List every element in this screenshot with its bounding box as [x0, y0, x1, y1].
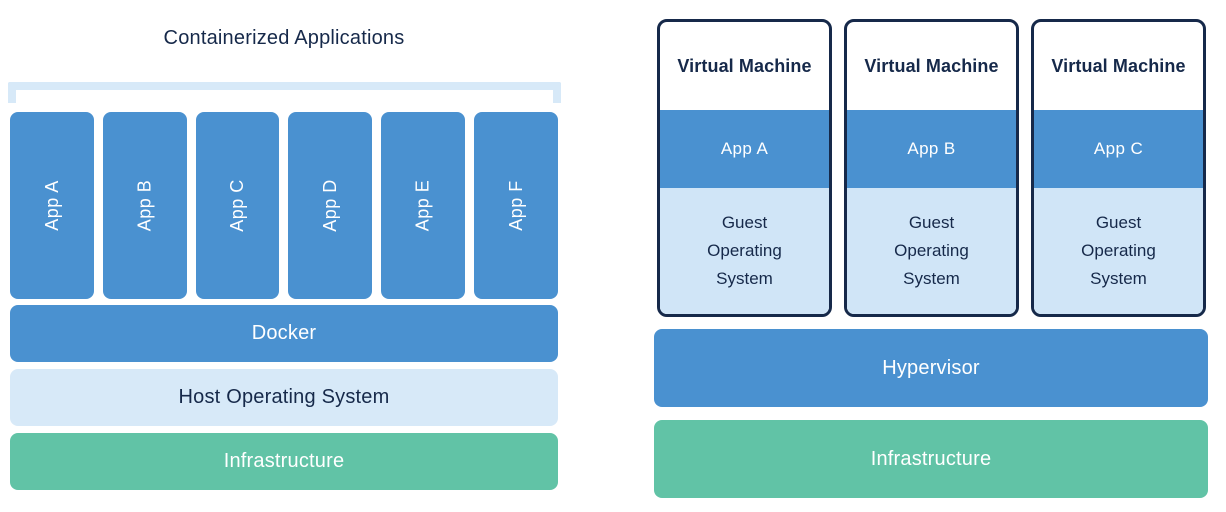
vm-guest-os-label: Guest Operating System [1081, 213, 1156, 288]
vm-guest-os: Guest Operating System [660, 188, 829, 314]
app-box: App C [195, 112, 280, 299]
layer-hypervisor: Hypervisor [654, 329, 1208, 407]
vm-card: Virtual Machine App A Guest Operating Sy… [657, 19, 832, 317]
vm-card: Virtual Machine App B Guest Operating Sy… [844, 19, 1019, 317]
app-label: App E [412, 179, 433, 232]
vm-card-title: Virtual Machine [864, 55, 999, 76]
container-apps-row: App A App B App C App D App E App F [10, 112, 558, 299]
vm-app-strip: App B [847, 110, 1016, 188]
layer-infrastructure-containers: Infrastructure [10, 433, 558, 490]
app-box: App F [474, 112, 558, 299]
layer-infrastructure-vms: Infrastructure [654, 420, 1208, 498]
vm-card: Virtual Machine App C Guest Operating Sy… [1031, 19, 1206, 317]
vm-app-strip: App A [660, 110, 829, 188]
app-label: App D [319, 179, 340, 232]
app-box: App A [10, 112, 94, 299]
vm-guest-os-label: Guest Operating System [894, 213, 969, 288]
app-label: App C [227, 179, 248, 232]
app-box: App D [288, 112, 373, 299]
app-label: App B [134, 179, 155, 232]
vm-guest-os: Guest Operating System [847, 188, 1016, 314]
vm-card-title: Virtual Machine [1051, 55, 1186, 76]
app-label: App F [505, 180, 526, 231]
containers-bracket-icon [8, 82, 561, 103]
app-label: App A [41, 180, 62, 231]
vm-cards-row: Virtual Machine App A Guest Operating Sy… [657, 19, 1206, 317]
app-box: App B [102, 112, 187, 299]
vm-app-strip: App C [1034, 110, 1203, 188]
layer-docker: Docker [10, 305, 558, 362]
vm-card-title: Virtual Machine [677, 55, 812, 76]
vm-guest-os: Guest Operating System [1034, 188, 1203, 314]
layer-host-operating-system: Host Operating System [10, 369, 558, 426]
vm-guest-os-label: Guest Operating System [707, 213, 782, 288]
containers-panel-title: Containerized Applications [163, 27, 405, 49]
app-box: App E [381, 112, 466, 299]
